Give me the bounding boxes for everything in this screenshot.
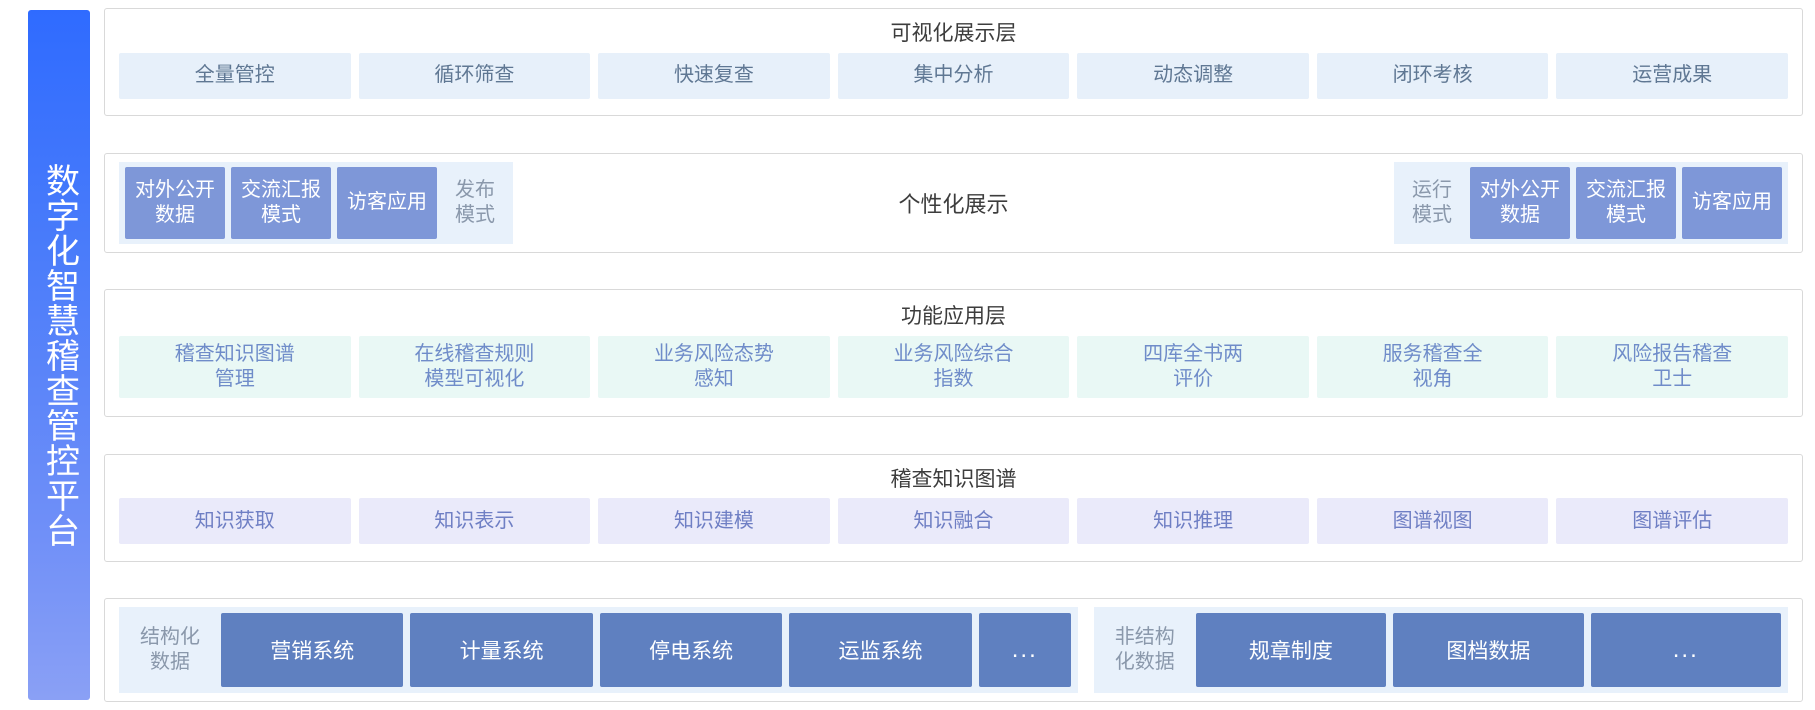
chip-functional-2[interactable]: 业务风险态势 感知	[598, 335, 830, 398]
data-label-structured: 结构化 数据	[126, 613, 214, 687]
mode-box-exchange-report-left-line2: 模式	[261, 203, 301, 226]
chip-functional-3-line2: 指数	[933, 367, 974, 390]
chip-functional-4-line1: 四库全书两	[1143, 342, 1244, 365]
mode-box-exchange-report-right[interactable]: 交流汇报 模式	[1576, 166, 1676, 239]
mode-box-exchange-report-left[interactable]: 交流汇报 模式	[231, 166, 331, 239]
chip-knowledge-3[interactable]: 知识融合	[837, 498, 1070, 545]
layer-modes: 对外公开 数据 交流汇报 模式 访客应用 发布 模式	[104, 152, 1803, 253]
mode-label-publish-line1: 发布	[455, 178, 495, 201]
layer-visualization: 可视化展示层 全量管控 循环筛查 快速复查 集中分析 动态调整 闭环考核 运营成…	[104, 8, 1803, 116]
mode-box-public-data-right-line2: 数据	[1500, 203, 1540, 226]
chip-functional-3-line1: 业务风险综合	[893, 342, 1014, 365]
chip-visualization-2[interactable]: 快速复查	[598, 52, 830, 99]
data-box-marketing-system[interactable]: 营销系统	[221, 613, 404, 687]
chip-knowledge-2[interactable]: 知识建模	[598, 498, 830, 545]
chip-functional-1[interactable]: 在线稽查规则 模型可视化	[358, 335, 591, 398]
layer-knowledge-graph-title: 稽查知识图谱	[890, 467, 1017, 491]
data-box-operation-monitor-system[interactable]: 运监系统	[789, 613, 972, 687]
mode-box-visitor-app-left[interactable]: 访客应用	[337, 166, 437, 239]
data-group-structured: 结构化 数据 营销系统 计量系统 停电系统 运监系统 ...	[119, 607, 1078, 693]
chip-knowledge-0[interactable]: 知识获取	[119, 498, 351, 545]
mode-label-runtime-line1: 运行	[1412, 178, 1452, 201]
chip-functional-1-line1: 在线稽查规则	[414, 342, 535, 365]
mode-label-runtime-line2: 模式	[1412, 203, 1452, 226]
layer-stack: 可视化展示层 全量管控 循环筛查 快速复查 集中分析 动态调整 闭环考核 运营成…	[104, 8, 1803, 702]
data-box-drawing-archive-data[interactable]: 图档数据	[1393, 613, 1584, 687]
chip-functional-6-line2: 卫士	[1652, 367, 1693, 390]
mode-box-exchange-report-left-line1: 交流汇报	[241, 178, 321, 201]
layer-functional: 功能应用层 稽查知识图谱 管理 在线稽查规则 模型可视化 业务风险	[104, 289, 1803, 417]
mode-box-public-data-left-line1: 对外公开	[135, 178, 215, 201]
mode-label-runtime: 运行 模式	[1400, 167, 1464, 239]
chip-functional-1-line2: 模型可视化	[424, 367, 525, 390]
layer-knowledge-graph-items: 知识获取 知识表示 知识建模 知识融合 知识推理 图谱视图 图谱评估	[105, 498, 1802, 556]
mode-box-public-data-left[interactable]: 对外公开 数据	[125, 166, 225, 239]
chip-functional-5-line2: 视角	[1412, 367, 1453, 390]
chip-functional-0-line1: 稽查知识图谱	[174, 342, 295, 365]
mode-box-public-data-right[interactable]: 对外公开 数据	[1470, 166, 1570, 239]
layer-data-sources: 结构化 数据 营销系统 计量系统 停电系统 运监系统 ... 非结构 化数据 规…	[104, 598, 1803, 702]
chip-functional-5-line1: 服务稽查全	[1382, 342, 1483, 365]
chip-functional-2-line1: 业务风险态势	[653, 342, 774, 365]
data-label-structured-line1: 结构化	[140, 626, 200, 648]
chip-visualization-3[interactable]: 集中分析	[837, 52, 1070, 99]
chip-knowledge-1[interactable]: 知识表示	[358, 498, 591, 545]
data-label-unstructured: 非结构 化数据	[1101, 613, 1189, 687]
chip-visualization-6[interactable]: 运营成果	[1556, 52, 1789, 99]
layer-visualization-items: 全量管控 循环筛查 快速复查 集中分析 动态调整 闭环考核 运营成果	[105, 52, 1802, 111]
chip-knowledge-5[interactable]: 图谱视图	[1316, 498, 1549, 545]
mode-box-exchange-report-right-line1: 交流汇报	[1586, 178, 1666, 201]
chip-functional-4[interactable]: 四库全书两 评价	[1077, 335, 1309, 398]
chip-functional-6[interactable]: 风险报告稽查 卫士	[1556, 335, 1789, 398]
mode-box-public-data-left-line2: 数据	[155, 203, 195, 226]
chip-functional-3[interactable]: 业务风险综合 指数	[837, 335, 1070, 398]
chip-visualization-0[interactable]: 全量管控	[119, 52, 351, 99]
mode-label-publish-line2: 模式	[455, 203, 495, 226]
platform-title-bar: 数字化智慧稽查管控平台	[28, 10, 90, 700]
data-box-rules-regulations[interactable]: 规章制度	[1195, 613, 1387, 687]
mode-box-visitor-app-right[interactable]: 访客应用	[1682, 166, 1782, 239]
mode-label-publish: 发布 模式	[443, 167, 507, 239]
chip-functional-6-line1: 风险报告稽查	[1612, 342, 1733, 365]
platform-title: 数字化智慧稽查管控平台	[40, 162, 79, 548]
chip-functional-2-line2: 感知	[693, 367, 734, 390]
chip-functional-4-line2: 评价	[1173, 367, 1214, 390]
mode-group-publish: 对外公开 数据 交流汇报 模式 访客应用 发布 模式	[119, 161, 513, 244]
layer-functional-title: 功能应用层	[901, 305, 1006, 329]
chip-knowledge-4[interactable]: 知识推理	[1077, 498, 1309, 545]
layer-visualization-title: 可视化展示层	[890, 22, 1017, 46]
layer-knowledge-graph: 稽查知识图谱 知识获取 知识表示 知识建模 知识融合 知识推理 图谱视图 图谱评…	[104, 453, 1803, 562]
chip-visualization-5[interactable]: 闭环考核	[1316, 52, 1549, 99]
data-box-metering-system[interactable]: 计量系统	[410, 613, 593, 687]
data-label-unstructured-line1: 非结构	[1114, 626, 1175, 648]
data-label-unstructured-line2: 化数据	[1114, 651, 1175, 673]
mode-box-public-data-right-line1: 对外公开	[1480, 178, 1560, 201]
data-label-structured-line2: 数据	[150, 651, 190, 673]
data-group-unstructured: 非结构 化数据 规章制度 图档数据 ...	[1093, 607, 1788, 693]
chip-knowledge-6[interactable]: 图谱评估	[1556, 498, 1789, 545]
mode-box-exchange-report-right-line2: 模式	[1606, 203, 1646, 226]
data-box-unstructured-more[interactable]: ...	[1590, 613, 1781, 687]
chip-visualization-1[interactable]: 循环筛查	[358, 52, 591, 99]
data-box-outage-system[interactable]: 停电系统	[599, 613, 783, 687]
mode-group-runtime: 运行 模式 对外公开 数据 交流汇报 模式 访客应用	[1394, 161, 1788, 244]
data-box-structured-more[interactable]: ...	[978, 613, 1071, 687]
mode-center-label: 个性化展示	[513, 161, 1394, 244]
chip-functional-5[interactable]: 服务稽查全 视角	[1316, 335, 1549, 398]
chip-functional-0-line2: 管理	[214, 367, 255, 390]
chip-functional-0[interactable]: 稽查知识图谱 管理	[119, 335, 351, 398]
chip-visualization-4[interactable]: 动态调整	[1077, 52, 1309, 99]
layer-functional-items: 稽查知识图谱 管理 在线稽查规则 模型可视化 业务风险态势 感知	[105, 335, 1802, 410]
